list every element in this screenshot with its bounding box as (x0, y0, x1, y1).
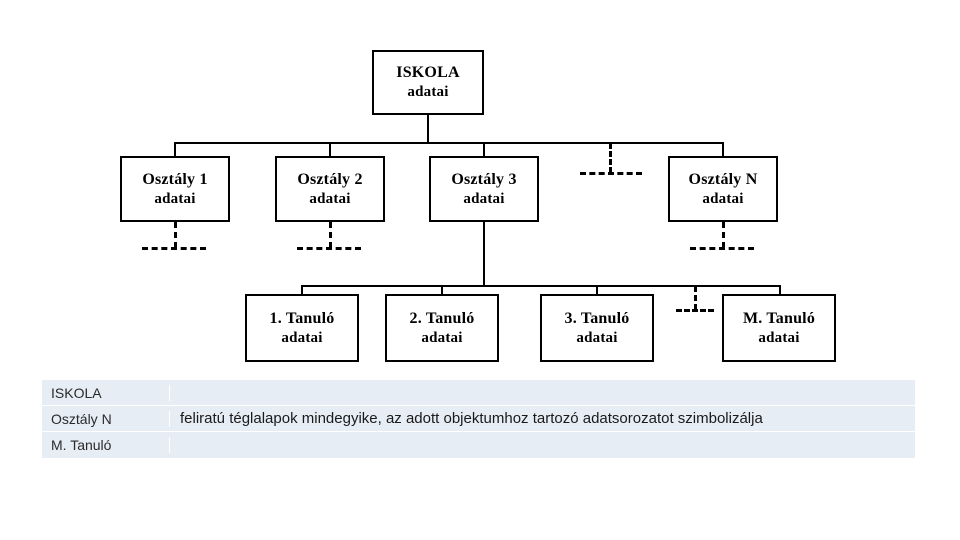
connector-drop-tanulo2 (441, 285, 443, 294)
connector-dashed-stub-students (694, 286, 697, 310)
connector-drop-osztalyN (722, 142, 724, 156)
connector-dashed-stub-classes (609, 143, 612, 173)
connector-level2-bus (174, 142, 723, 144)
legend-row-m-tanulo: M. Tanuló (42, 432, 915, 458)
node-osztaly-n-line2: adatai (702, 190, 744, 207)
connector-drop-tanulom (779, 285, 781, 294)
node-tanulo-1-line1: 1. Tanuló (269, 309, 335, 327)
legend-description: feliratú téglalapok mindegyike, az adott… (180, 410, 763, 427)
node-tanulo-3[interactable]: 3. Tanuló adatai (540, 294, 654, 362)
legend-table: ISKOLA Osztály N feliratú téglalapok min… (42, 380, 915, 458)
connector-dashed-stub-osztalyn (722, 222, 725, 248)
node-osztaly-n[interactable]: Osztály N adatai (668, 156, 778, 222)
node-osztaly-1-line2: adatai (154, 190, 196, 207)
connector-drop-osztaly1 (174, 142, 176, 156)
node-osztaly-3[interactable]: Osztály 3 adatai (429, 156, 539, 222)
connector-dashed-stub-osztaly2 (329, 222, 332, 248)
node-tanulo-m-line2: adatai (758, 329, 800, 346)
node-iskola-line2: adatai (407, 84, 449, 101)
legend-key-osztaly-n: Osztály N (42, 410, 170, 427)
node-osztaly-2-line2: adatai (309, 190, 351, 207)
node-osztaly-3-line2: adatai (463, 190, 505, 207)
node-iskola-line1: ISKOLA (396, 64, 460, 82)
node-tanulo-2-line1: 2. Tanuló (409, 309, 475, 327)
node-iskola[interactable]: ISKOLA adatai (372, 50, 484, 115)
legend-row-iskola: ISKOLA (42, 380, 915, 406)
connector-osztaly3-stem (483, 222, 485, 285)
node-tanulo-2[interactable]: 2. Tanuló adatai (385, 294, 499, 362)
ellipsis-under-osztaly1 (142, 247, 206, 250)
node-tanulo-m-line1: M. Tanuló (742, 309, 816, 327)
node-osztaly-1[interactable]: Osztály 1 adatai (120, 156, 230, 222)
connector-drop-osztaly3 (483, 142, 485, 156)
node-tanulo-3-line2: adatai (576, 329, 618, 346)
ellipsis-classes (580, 172, 642, 175)
node-osztaly-2[interactable]: Osztály 2 adatai (275, 156, 385, 222)
node-tanulo-1[interactable]: 1. Tanuló adatai (245, 294, 359, 362)
connector-dashed-stub-osztaly1 (174, 222, 177, 248)
node-tanulo-1-line2: adatai (281, 329, 323, 346)
ellipsis-under-osztaly2 (297, 247, 361, 250)
connector-drop-osztaly2 (329, 142, 331, 156)
node-osztaly-3-line1: Osztály 3 (451, 170, 517, 188)
node-osztaly-2-line1: Osztály 2 (297, 170, 363, 188)
ellipsis-under-osztalyn (690, 247, 754, 250)
node-osztaly-n-line1: Osztály N (688, 170, 758, 188)
legend-key-m-tanulo: M. Tanuló (42, 437, 170, 453)
connector-drop-tanulo1 (301, 285, 303, 294)
connector-drop-tanulo3 (596, 285, 598, 294)
node-osztaly-1-line1: Osztály 1 (142, 170, 208, 188)
node-tanulo-2-line2: adatai (421, 329, 463, 346)
ellipsis-students (676, 309, 714, 312)
node-tanulo-3-line1: 3. Tanuló (564, 309, 630, 327)
node-tanulo-m[interactable]: M. Tanuló adatai (722, 294, 836, 362)
connector-level3-bus (301, 285, 780, 287)
connector-root-stem (427, 115, 429, 143)
legend-row-osztaly-n: Osztály N feliratú téglalapok mindegyike… (42, 406, 915, 432)
legend-key-iskola: ISKOLA (42, 384, 170, 401)
